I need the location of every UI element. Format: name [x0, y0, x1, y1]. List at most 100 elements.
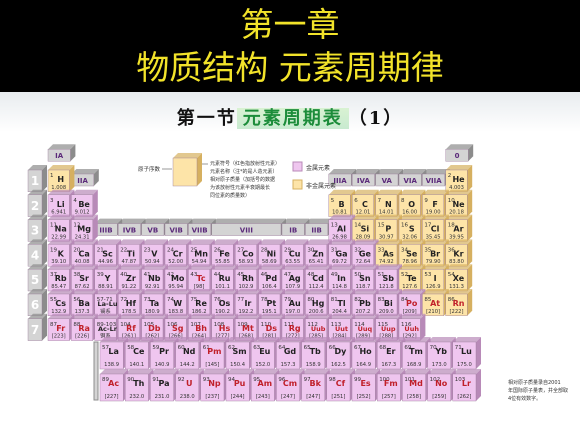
svg-text:[247]: [247]: [281, 394, 295, 400]
svg-text:127.6: 127.6: [402, 284, 417, 290]
svg-text:锕系: 锕系: [100, 332, 110, 340]
svg-text:Bh: Bh: [195, 324, 207, 333]
svg-text:33: 33: [378, 247, 385, 253]
svg-text:108: 108: [214, 322, 225, 328]
svg-text:231.0: 231.0: [155, 394, 170, 400]
svg-text:138.9: 138.9: [104, 362, 119, 368]
svg-text:Al: Al: [337, 225, 346, 234]
svg-text:IVA: IVA: [357, 177, 371, 185]
svg-text:At: At: [430, 299, 440, 308]
svg-text:29: 29: [284, 247, 291, 253]
svg-text:85: 85: [424, 297, 431, 303]
svg-text:IIA: IIA: [77, 177, 88, 185]
svg-text:107.9: 107.9: [285, 284, 300, 290]
svg-text:20.18: 20.18: [449, 210, 464, 216]
svg-text:[222]: [222]: [450, 309, 464, 315]
svg-text:[223]: [223]: [52, 334, 66, 340]
svg-text:97: 97: [304, 377, 311, 383]
svg-text:Sn: Sn: [359, 274, 371, 283]
svg-text:31: 31: [331, 247, 338, 253]
svg-text:63.55: 63.55: [285, 259, 300, 265]
svg-text:104: 104: [120, 322, 131, 328]
svg-text:6: 6: [354, 198, 358, 204]
svg-text:54: 54: [448, 272, 455, 278]
svg-text:Cm: Cm: [283, 379, 297, 388]
svg-text:114.8: 114.8: [332, 284, 347, 290]
svg-text:IA: IA: [55, 152, 64, 160]
svg-text:106: 106: [167, 322, 178, 328]
svg-text:1: 1: [31, 174, 39, 188]
svg-text:51: 51: [378, 272, 385, 278]
svg-text:85.47: 85.47: [51, 284, 66, 290]
svg-text:Fm: Fm: [384, 379, 398, 388]
svg-text:Ar: Ar: [453, 225, 463, 234]
svg-text:Xe: Xe: [453, 274, 465, 283]
svg-text:137.3: 137.3: [75, 309, 90, 315]
svg-text:71: 71: [455, 345, 462, 351]
svg-text:Pb: Pb: [359, 299, 371, 308]
svg-text:[210]: [210]: [426, 309, 440, 315]
svg-text:26: 26: [214, 247, 221, 253]
svg-text:74: 74: [167, 297, 174, 303]
element-key: 原子序数1H氢1.008元素符号（红色指放射性元素）元素名称（注*的是人造元素）…: [138, 160, 280, 199]
nonmetal-swatch: [292, 179, 303, 190]
svg-text:140.9: 140.9: [155, 362, 170, 368]
svg-text:VA: VA: [382, 177, 393, 185]
svg-text:Am: Am: [258, 379, 273, 388]
svg-text:164.9: 164.9: [356, 362, 371, 368]
svg-text:Ba: Ba: [78, 299, 90, 308]
svg-text:114: 114: [354, 322, 365, 328]
svg-text:VB: VB: [147, 227, 158, 235]
svg-text:106.4: 106.4: [262, 284, 278, 290]
svg-text:Sc: Sc: [102, 249, 113, 258]
svg-text:Cl: Cl: [431, 225, 440, 234]
svg-text:10.81: 10.81: [332, 210, 347, 216]
svg-text:19.00: 19.00: [426, 210, 441, 216]
svg-text:101.1: 101.1: [215, 284, 230, 290]
svg-text:100: 100: [379, 377, 390, 383]
svg-text:Tc: Tc: [197, 274, 206, 283]
svg-text:101: 101: [404, 377, 415, 383]
svg-text:126.9: 126.9: [426, 284, 441, 290]
svg-text:Ca: Ca: [78, 249, 89, 258]
svg-text:Rb: Rb: [55, 274, 67, 283]
svg-text:232.0: 232.0: [129, 394, 144, 400]
svg-text:39.95: 39.95: [449, 234, 464, 240]
svg-text:55: 55: [50, 297, 57, 303]
svg-text:14.01: 14.01: [379, 210, 394, 216]
svg-text:Gd: Gd: [284, 347, 297, 356]
svg-text:Mt: Mt: [242, 324, 254, 333]
svg-text:P: P: [385, 225, 391, 234]
period-label-5: 5: [27, 264, 47, 292]
svg-text:34: 34: [401, 247, 408, 253]
